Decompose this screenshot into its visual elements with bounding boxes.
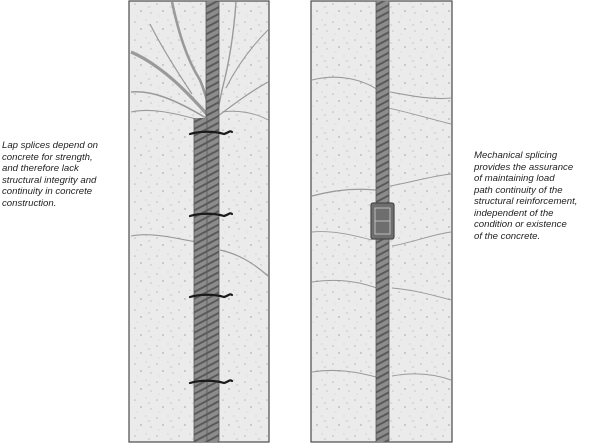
mechanical-splice-panel: [310, 0, 453, 443]
wire-ties: [188, 130, 234, 385]
mechanical-coupler: [370, 202, 395, 240]
rebar-upper-right: [376, 1, 389, 209]
lap-splice-panel: [128, 0, 270, 443]
rebar-lower-right: [376, 233, 389, 442]
wire-tie: [188, 130, 234, 136]
mechanical-splice-caption: Mechanical splicing provides the assuran…: [474, 150, 578, 242]
lap-splice-caption: Lap splices depend on concrete for stren…: [2, 140, 99, 209]
rebar-continuous-left: [206, 1, 219, 442]
wire-tie: [188, 379, 234, 385]
concrete-cracks-left: [130, 1, 269, 277]
wire-tie: [188, 212, 234, 218]
wire-tie: [188, 293, 234, 299]
rebar-lapped-left: [194, 118, 207, 442]
